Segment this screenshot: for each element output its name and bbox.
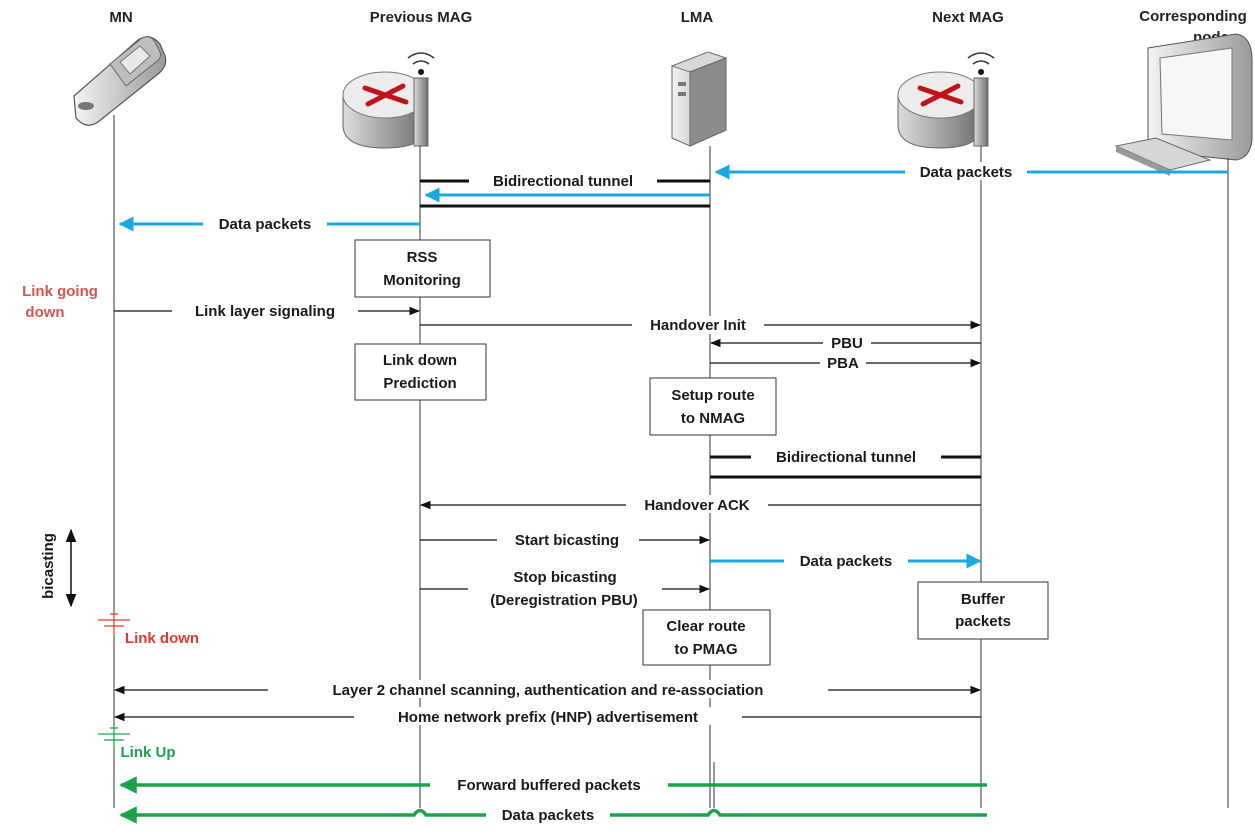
server-tower-icon [670, 51, 728, 147]
link-down-prediction-line2: Prediction [383, 375, 456, 392]
data-packets-to-mn: Data packets [118, 214, 420, 233]
data-packets-to-nmag-label: Data packets [800, 553, 893, 570]
clear-route-line2: to PMAG [674, 641, 737, 658]
clear-route-box: Clear route to PMAG [642, 609, 771, 666]
bidirectional-tunnel-1-label: Bidirectional tunnel [493, 173, 633, 190]
link-going-down-label-2: down [25, 304, 64, 321]
wireless-router-icon [342, 52, 435, 149]
pbu-message: PBU [709, 333, 981, 352]
buffer-packets-line1: Buffer [961, 591, 1005, 608]
link-down-prediction-box: Link down Prediction [354, 343, 487, 401]
signal-lost-icon [98, 612, 130, 636]
stop-bicasting: Stop bicasting (Deregistration PBU) [420, 566, 711, 610]
link-going-down-label: Link going [22, 283, 98, 300]
signal-restored-icon [98, 726, 130, 750]
stop-bicasting-line1: Stop bicasting [513, 569, 616, 586]
link-up-indicator: Link Up [98, 726, 176, 761]
bidirectional-tunnel-2-label: Bidirectional tunnel [776, 449, 916, 466]
clear-route-line1: Clear route [666, 618, 745, 635]
entity-mn-label: MN [109, 9, 132, 26]
start-bicasting-label: Start bicasting [515, 532, 619, 549]
handover-ack-label: Handover ACK [644, 497, 749, 514]
bidirectional-tunnel-1: Bidirectional tunnel [420, 172, 710, 208]
start-bicasting: Start bicasting [420, 530, 711, 549]
setup-route-line1: Setup route [671, 387, 754, 404]
hnp-advertisement-label: Home network prefix (HNP) advertisement [398, 709, 698, 726]
link-layer-signaling-label: Link layer signaling [195, 303, 335, 320]
rss-monitoring-line2: Monitoring [383, 272, 460, 289]
rss-monitoring-line1: RSS [407, 249, 438, 266]
data-packets-from-cn: Data packets [714, 162, 1228, 181]
handover-ack: Handover ACK [419, 495, 981, 514]
data-packets-final-label: Data packets [502, 807, 595, 824]
data-packets-to-mn-label: Data packets [219, 216, 312, 233]
buffer-packets-box: Buffer packets [917, 581, 1049, 640]
entity-next-mag-label: Next MAG [932, 9, 1004, 26]
setup-route-line2: to NMAG [681, 410, 745, 427]
link-down-label: Link down [125, 630, 199, 647]
data-packets-cn-label: Data packets [920, 164, 1013, 181]
handover-init-label: Handover Init [650, 317, 746, 334]
link-down-indicator: Link down [98, 612, 199, 647]
wireless-router-icon-next [897, 52, 995, 149]
mobile-phone-icon [73, 36, 167, 126]
data-packets-final: Data packets [119, 805, 987, 824]
buffer-packets-line2: packets [955, 613, 1011, 630]
layer2-scanning-label: Layer 2 channel scanning, authentication… [333, 682, 764, 699]
pba-message: PBA [710, 353, 982, 372]
pba-label: PBA [827, 355, 859, 372]
setup-route-box: Setup route to NMAG [649, 377, 777, 436]
forward-buffered-packets: Forward buffered packets [119, 775, 987, 794]
link-down-prediction-line1: Link down [383, 352, 457, 369]
bicasting-label: bicasting [40, 533, 57, 599]
bidirectional-tunnel-2: Bidirectional tunnel [710, 448, 981, 479]
layer2-scanning: Layer 2 channel scanning, authentication… [113, 680, 982, 699]
desktop-computer-icon [1114, 33, 1253, 176]
bicasting-annotation: bicasting [40, 528, 77, 608]
hnp-advertisement: Home network prefix (HNP) advertisement [113, 707, 981, 726]
handover-init: Handover Init [420, 316, 982, 334]
entity-corresponding-node-label: Corresponding [1139, 8, 1247, 25]
link-layer-signaling: Link layer signaling [114, 301, 421, 320]
pbu-label: PBU [831, 335, 863, 352]
entity-lma-label: LMA [681, 9, 714, 26]
forward-buffered-packets-label: Forward buffered packets [457, 777, 640, 794]
rss-monitoring-box: RSS Monitoring [354, 239, 491, 298]
data-packets-to-nmag: Data packets [710, 551, 982, 570]
link-up-label: Link Up [121, 744, 176, 761]
entity-previous-mag-label: Previous MAG [370, 9, 473, 26]
stop-bicasting-line2: (Deregistration PBU) [490, 592, 638, 609]
